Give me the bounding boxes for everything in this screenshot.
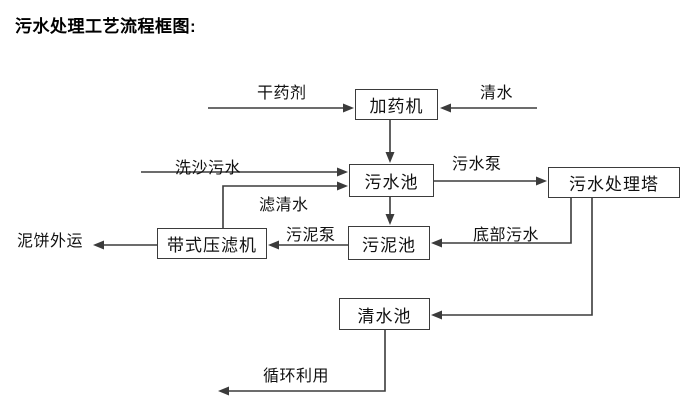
edge-sewage-to-sludge-arrow [385, 197, 395, 225]
edge-sand-washing-arrow [141, 167, 348, 177]
edge-dry-agent-arrow [208, 103, 354, 113]
edge-recycle-arrow [218, 330, 386, 396]
edge-filtered-water-arrow [222, 181, 348, 228]
label-filtered-water: 滤清水 [259, 197, 309, 214]
node-belt-filter-press: 带式压滤机 [157, 228, 267, 259]
edge-clean-water-arrow [440, 103, 537, 113]
edge-sludge-pump-arrow [268, 240, 348, 250]
label-clean-water: 清水 [480, 85, 514, 102]
node-sludge-pool: 污泥池 [348, 226, 430, 260]
label-bottom-sewage: 底部污水 [473, 227, 540, 244]
label-sewage-pump: 污水泵 [452, 156, 502, 173]
edge-sewage-pump-arrow [434, 176, 547, 186]
label-mud-cake-out: 泥饼外运 [17, 233, 84, 250]
label-dry-agent: 干药剂 [257, 85, 307, 102]
edge-dosing-to-sewage-arrow [385, 119, 395, 163]
edge-bottom-sewage-arrow [431, 198, 572, 248]
label-sand-washing-sewage: 洗沙污水 [175, 160, 242, 177]
node-treatment-tower: 污水处理塔 [548, 167, 680, 198]
label-recycle-use: 循环利用 [263, 368, 330, 385]
edge-mud-cake-arrow [93, 240, 157, 250]
node-sewage-pool: 污水池 [349, 164, 434, 197]
edge-tower-to-clean-arrow [431, 198, 593, 320]
label-sludge-pump: 污泥泵 [286, 227, 336, 244]
diagram-title: 污水处理工艺流程框图: [15, 17, 197, 36]
node-dosing-machine: 加药机 [355, 89, 438, 120]
node-clean-water-pool: 清水池 [339, 298, 430, 330]
